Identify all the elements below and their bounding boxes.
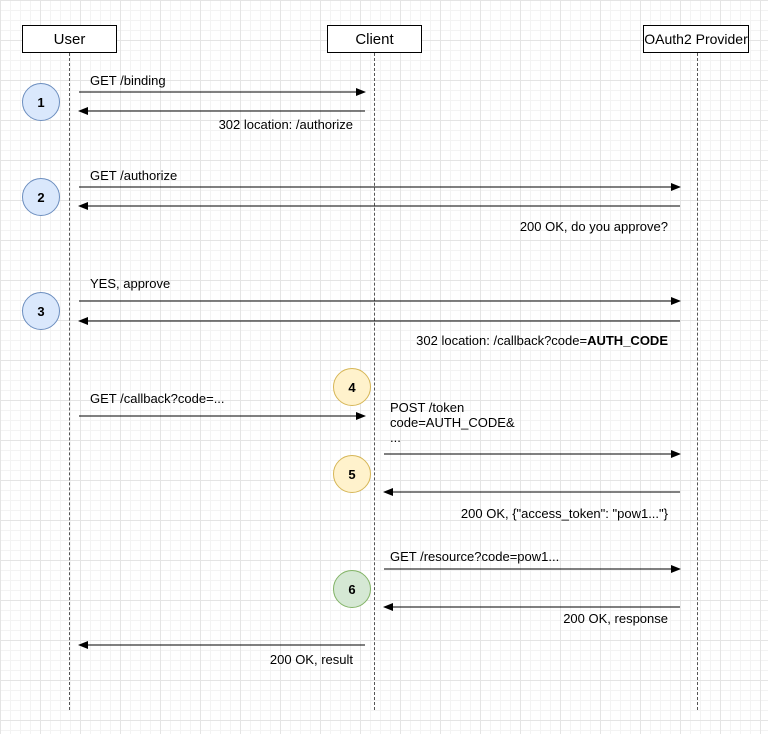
actor-user: User: [22, 25, 117, 53]
label-auth-code: AUTH_CODE: [587, 333, 668, 348]
step-badge-2: 2: [22, 178, 60, 216]
label-302-callback-prefix: 302 location: /callback?code=: [416, 333, 588, 348]
label-302-authorize: 302 location: /authorize: [218, 117, 353, 132]
lifeline-client: [374, 53, 375, 710]
label-get-resource: GET /resource?code=pow1...: [390, 549, 560, 564]
label-get-callback: GET /callback?code=...: [90, 391, 225, 406]
label-post-token-line3: ...: [390, 430, 401, 445]
label-post-token-line1: POST /token: [390, 400, 465, 415]
label-200-access-token: 200 OK, {"access_token": "pow1..."}: [460, 506, 668, 521]
label-get-binding: GET /binding: [90, 73, 166, 88]
step-badge-3: 3: [22, 292, 60, 330]
label-get-authorize: GET /authorize: [90, 168, 178, 183]
label-200-approve: 200 OK, do you approve?: [519, 219, 668, 234]
label-yes-approve: YES, approve: [90, 276, 171, 291]
actor-oauth2-provider: OAuth2 Provider: [643, 25, 749, 53]
step-badge-6: 6: [333, 570, 371, 608]
lifeline-provider: [697, 53, 698, 710]
step-badge-1: 1: [22, 83, 60, 121]
label-302-callback: 302 location: /callback?code=AUTH_CODE: [416, 334, 668, 348]
label-200-result: 200 OK, result: [269, 652, 353, 667]
label-post-token-line2: code=AUTH_CODE&: [390, 415, 515, 430]
step-badge-4: 4: [333, 368, 371, 406]
lifeline-user: [69, 53, 70, 710]
step-badge-5: 5: [333, 455, 371, 493]
actor-client: Client: [327, 25, 422, 53]
label-200-response: 200 OK, response: [563, 611, 668, 626]
